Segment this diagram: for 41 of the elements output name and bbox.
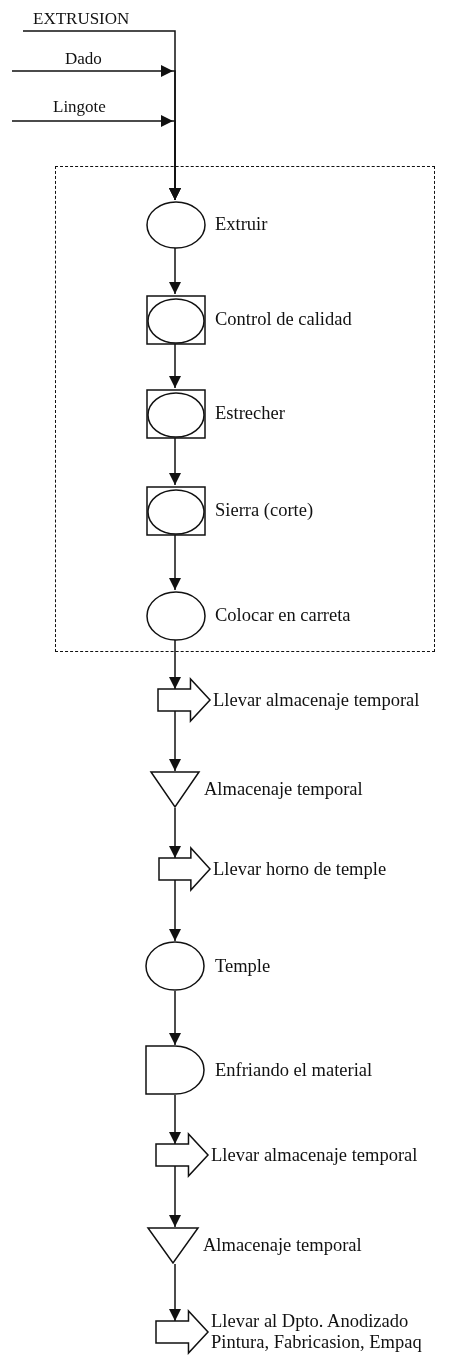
step-label: Extruir [215, 213, 269, 235]
step-label: Control de calidad [215, 308, 353, 330]
inspection-operation-symbol [146, 486, 206, 536]
transport-symbol [158, 847, 211, 891]
step-label: Llevar almacenaje temporal [211, 1144, 419, 1166]
transport-symbol [155, 1133, 209, 1177]
step-label: Enfriando el material [215, 1059, 374, 1081]
arrow [169, 710, 181, 772]
edge-label: Lingote [52, 98, 107, 117]
storage-triangle [147, 1227, 199, 1264]
arrow [169, 639, 181, 690]
operation-circle [146, 591, 206, 641]
step-label: Almacenaje temporal [203, 1235, 363, 1257]
operation-circle [146, 201, 206, 249]
arrow [169, 343, 181, 389]
dashed-boundary [55, 166, 435, 652]
transport-symbol [155, 1310, 209, 1354]
step-label: Almacenaje temporal [204, 779, 364, 801]
step-label: Llevar horno de temple [213, 858, 388, 880]
step-label: Llevar al Dpto. Anodizado Pintura, Fabricasion, Empaq [211, 1310, 423, 1354]
arrow [169, 247, 181, 295]
step-label: Colocar en carreta [215, 604, 352, 626]
arrow [169, 807, 181, 859]
arrow [169, 1165, 181, 1228]
step-label: Sierra (corte) [215, 499, 315, 521]
arrow [169, 437, 181, 486]
arrow [11, 115, 181, 201]
arrow [169, 534, 181, 591]
arrow [169, 1094, 181, 1145]
arrow [169, 1263, 181, 1322]
inspection-operation-symbol [146, 295, 206, 345]
step-label: Llevar almacenaje temporal [213, 689, 421, 711]
arrow [169, 990, 181, 1046]
transport-symbol [157, 678, 211, 722]
arrow [169, 879, 181, 942]
storage-triangle [150, 771, 200, 808]
step-label: Estrecher [215, 402, 286, 424]
operation-circle [145, 941, 205, 991]
step-label: Temple [215, 955, 272, 977]
delay-symbol [145, 1045, 205, 1095]
inspection-operation-symbol [146, 389, 206, 439]
